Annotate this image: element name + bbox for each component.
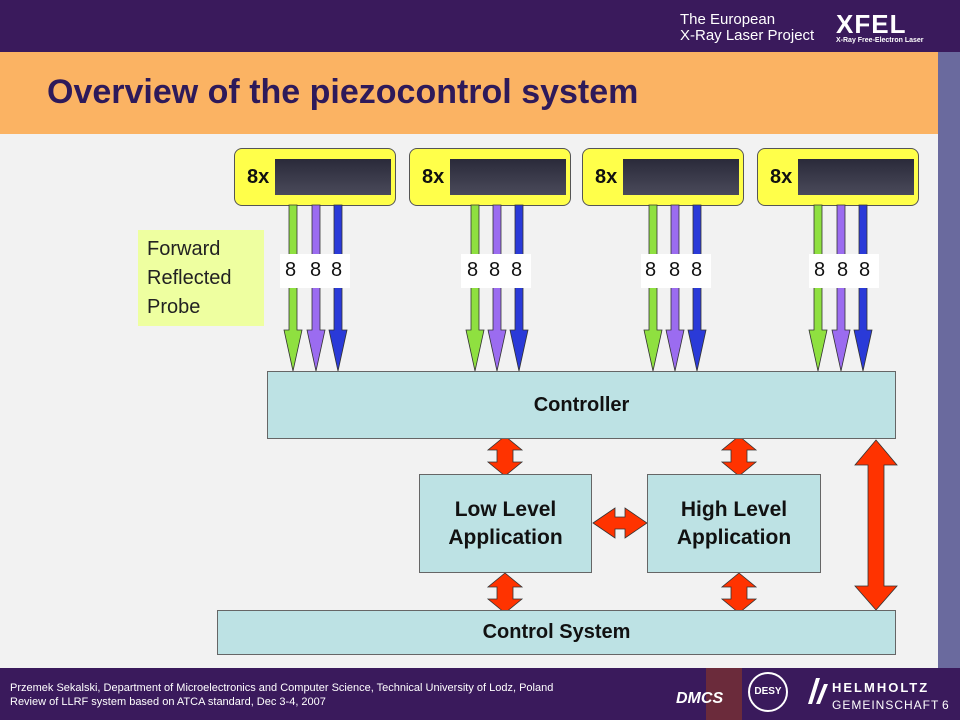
legend-forward: Forward: [147, 238, 221, 260]
signal-legend: Forward Reflected Probe: [138, 230, 264, 326]
reflected-signal-arrow: [487, 204, 507, 372]
title-bar: [0, 52, 938, 134]
helmholtz-subname: GEMEINSCHAFT: [832, 698, 940, 712]
side-strip: [938, 52, 960, 668]
low-level-line-2: Application: [448, 526, 563, 549]
footer-bar: [0, 668, 960, 720]
cavity-image: [798, 159, 914, 195]
probe-signal-arrow: [687, 204, 707, 372]
reflected-count: 8: [310, 259, 322, 281]
helmholtz-logo: HELMHOLTZ GEMEINSCHAFT: [806, 676, 938, 712]
high-level-line-2: Application: [676, 526, 792, 549]
cavity-image: [623, 159, 739, 195]
cavity-count-label: 8x: [770, 166, 793, 188]
probe-count: 8: [859, 259, 871, 281]
helmholtz-icon: [808, 678, 828, 704]
low-level-line-1: Low Level: [454, 498, 557, 521]
cavity-count-label: 8x: [422, 166, 445, 188]
signal-count-box: 8 8 8: [809, 254, 879, 288]
reflected-signal-arrow: [306, 204, 326, 372]
reflected-count: 8: [669, 259, 681, 281]
cavity-group: 8x: [409, 148, 571, 206]
university-logo: [706, 668, 742, 720]
probe-count: 8: [331, 259, 343, 281]
legend-reflected: Reflected: [147, 267, 232, 289]
org-line-1: The European: [680, 11, 776, 28]
header-bar: [0, 0, 960, 52]
forward-signal-arrow: [808, 204, 828, 372]
xfel-logo-subtitle: X-Ray Free-Electron Laser: [836, 37, 924, 44]
page-number: 6: [942, 698, 949, 712]
org-name: The European X-Ray Laser Project: [680, 12, 814, 44]
probe-count: 8: [691, 259, 703, 281]
cavity-group: 8x: [582, 148, 744, 206]
reflected-signal-arrow: [665, 204, 685, 372]
low-level-application-block: Low Level Application: [419, 474, 592, 573]
cavity-count-label: 8x: [595, 166, 618, 188]
desy-logo: DESY: [748, 672, 788, 712]
forward-signal-arrow: [643, 204, 663, 372]
probe-signal-arrow: [328, 204, 348, 372]
cavity-image: [275, 159, 391, 195]
cavity-count-label: 8x: [247, 166, 270, 188]
high-level-application-block: High Level Application: [647, 474, 821, 573]
helmholtz-name: HELMHOLTZ: [832, 680, 930, 695]
footer-line-1: Przemek Sekalski, Department of Microele…: [10, 682, 554, 694]
cavity-image: [450, 159, 566, 195]
footer-line-2: Review of LLRF system based on ATCA stan…: [10, 696, 326, 708]
reflected-signal-arrow: [831, 204, 851, 372]
controller-control-system-arrow: [854, 439, 898, 611]
forward-signal-arrow: [465, 204, 485, 372]
forward-count: 8: [645, 259, 657, 281]
application-link-arrow: [592, 507, 648, 539]
high-level-line-1: High Level: [680, 498, 788, 521]
high-level-control-system-arrow: [721, 572, 757, 614]
org-line-2: X-Ray Laser Project: [680, 27, 815, 44]
footer-credits: Przemek Sekalski, Department of Microele…: [10, 681, 553, 709]
probe-count: 8: [511, 259, 523, 281]
forward-count: 8: [814, 259, 826, 281]
reflected-count: 8: [837, 259, 849, 281]
control-system-block: Control System: [217, 610, 896, 655]
controller-block: Controller: [267, 371, 896, 439]
signal-count-box: 8 8 8: [461, 254, 531, 288]
cavity-group: 8x: [757, 148, 919, 206]
controller-high-level-arrow: [721, 435, 757, 477]
probe-signal-arrow: [853, 204, 873, 372]
probe-signal-arrow: [509, 204, 529, 372]
controller-low-level-arrow: [487, 435, 523, 477]
low-level-control-system-arrow: [487, 572, 523, 614]
forward-signal-arrow: [283, 204, 303, 372]
reflected-count: 8: [489, 259, 501, 281]
legend-probe: Probe: [147, 296, 201, 318]
dmcs-logo: DMCS: [676, 690, 724, 707]
signal-count-box: 8 8 8: [280, 254, 350, 288]
signal-count-box: 8 8 8: [641, 254, 711, 288]
forward-count: 8: [467, 259, 479, 281]
slide-title: Overview of the piezocontrol system: [47, 73, 639, 111]
forward-count: 8: [285, 259, 297, 281]
xfel-logo: XFEL: [836, 9, 907, 39]
cavity-group: 8x: [234, 148, 396, 206]
